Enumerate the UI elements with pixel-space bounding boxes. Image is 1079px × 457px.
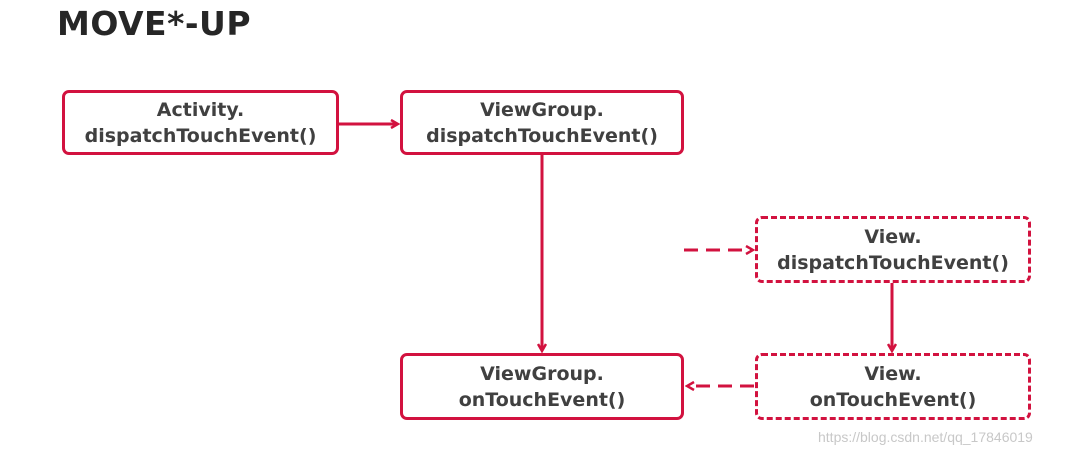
node-line1: Activity. xyxy=(156,98,245,121)
node-line2: dispatchTouchEvent() xyxy=(426,124,658,147)
node-view-ontouch: View. onTouchEvent() xyxy=(755,353,1031,420)
node-line2: dispatchTouchEvent() xyxy=(777,251,1009,274)
node-line1: View. xyxy=(864,225,922,248)
node-viewgroup-ontouch: ViewGroup. onTouchEvent() xyxy=(400,353,684,420)
diagram-title: MOVE*-UP xyxy=(57,4,252,43)
node-line2: dispatchTouchEvent() xyxy=(84,124,317,147)
node-line2: onTouchEvent() xyxy=(458,388,626,411)
node-activity-dispatch: Activity. dispatchTouchEvent() xyxy=(62,90,339,155)
node-view-dispatch: View. dispatchTouchEvent() xyxy=(755,216,1031,283)
node-line2: onTouchEvent() xyxy=(809,388,977,411)
node-line1: ViewGroup. xyxy=(480,362,604,385)
node-line1: View. xyxy=(864,362,922,385)
watermark-url: https://blog.csdn.net/qq_17846019 xyxy=(818,429,1033,445)
node-viewgroup-dispatch: ViewGroup. dispatchTouchEvent() xyxy=(400,90,684,155)
node-line1: ViewGroup. xyxy=(480,98,604,121)
